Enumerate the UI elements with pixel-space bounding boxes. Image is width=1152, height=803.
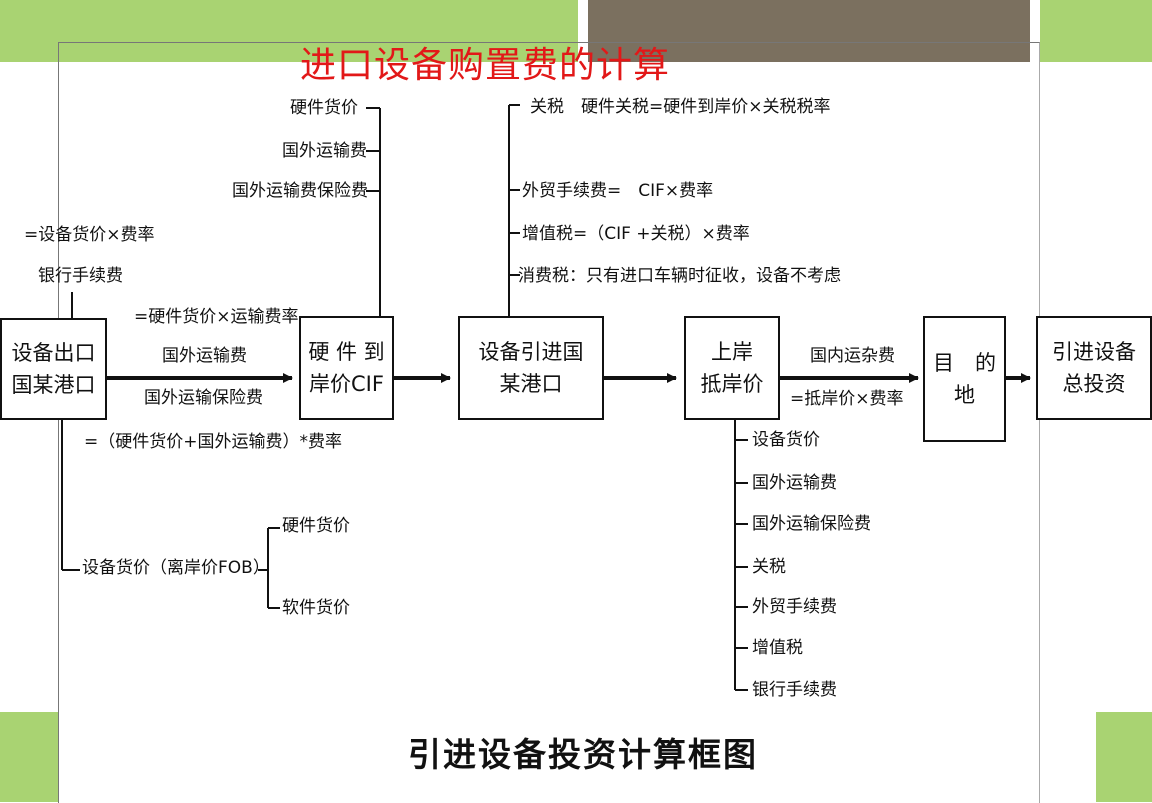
domestic-freight-label: 国内运杂费 [810, 346, 895, 366]
arrow-freight-label: 国外运输费 [162, 346, 247, 366]
slide-background-brown [588, 0, 1030, 62]
total-investment-box: 引进设备 总投资 [1036, 316, 1152, 420]
vat-label: 增值税=（CIF +关税）×费率 [522, 224, 750, 244]
slide-background-bottom-right [1096, 712, 1152, 802]
tariff-label: 关税 硬件关税=硬件到岸价×关税税率 [530, 97, 831, 117]
consumption-tax-label: 消费税：只有进口车辆时征收，设备不考虑 [518, 266, 841, 286]
slide-background-bottom-left [0, 712, 58, 802]
landed-item-equipment-price: 设备货价 [752, 430, 820, 450]
page-title: 进口设备购置费的计算 [300, 45, 671, 86]
landed-item-trade-fee: 外贸手续费 [752, 597, 837, 617]
foreign-freight-label: 国外运输费 [282, 141, 367, 161]
bank-fee-label: 银行手续费 [38, 266, 123, 286]
arrow-insurance-label: 国外运输保险费 [144, 388, 263, 408]
import-port-box: 设备引进国 某港口 [458, 316, 604, 420]
landed-price-box: 上岸 抵岸价 [684, 316, 780, 420]
landed-item-tariff: 关税 [752, 557, 786, 577]
fob-software-label: 软件货价 [282, 598, 350, 618]
landed-item-foreign-insurance: 国外运输保险费 [752, 514, 871, 534]
landed-item-vat: 增值税 [752, 638, 803, 658]
slide-background-right [1040, 0, 1152, 62]
bank-fee-formula: =设备货价×费率 [24, 225, 155, 245]
destination-box: 目 的 地 [923, 316, 1006, 442]
insurance-formula: =（硬件货价+国外运输费）*费率 [84, 432, 342, 452]
slide-background-left [0, 0, 578, 62]
fob-label: 设备货价（离岸价FOB） [82, 558, 270, 578]
foreign-insurance-label: 国外运输费保险费 [232, 181, 368, 201]
origin-port-box: 设备出口 国某港口 [0, 318, 107, 420]
slide-frame [58, 42, 1040, 803]
landed-item-bank-fee: 银行手续费 [752, 680, 837, 700]
cif-price-box: 硬 件 到 岸价CIF [299, 316, 394, 420]
diagram-caption: 引进设备投资计算框图 [408, 735, 758, 774]
fob-hardware-label: 硬件货价 [282, 516, 350, 536]
freight-formula: =硬件货价×运输费率 [134, 307, 299, 327]
landed-item-foreign-freight: 国外运输费 [752, 473, 837, 493]
trade-fee-label: 外贸手续费= CIF×费率 [522, 181, 714, 201]
hardware-price-label: 硬件货价 [290, 98, 358, 118]
slide-divider [578, 0, 588, 62]
domestic-freight-formula: =抵岸价×费率 [790, 389, 904, 409]
